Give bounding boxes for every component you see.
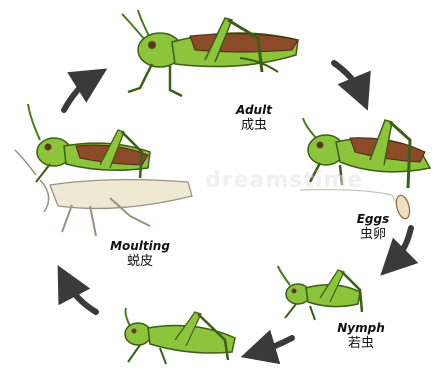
label-nymph-en: Nymph [334, 322, 388, 334]
label-adult: Adult 成虫 [226, 104, 282, 132]
label-eggs-zh: 虫卵 [348, 228, 398, 241]
shed-skin [50, 180, 192, 209]
label-nymph: Nymph 若虫 [334, 322, 388, 350]
label-moulting-zh: 蜕皮 [105, 255, 175, 268]
cycle-arrow-young-to-moulting [66, 281, 96, 312]
label-adult-en: Adult [226, 104, 282, 116]
label-eggs: Eggs 虫卵 [348, 213, 398, 241]
label-moulting-en: Moulting [105, 240, 175, 252]
label-adult-zh: 成虫 [226, 119, 282, 132]
watermark: dreamstime [205, 168, 363, 193]
cycle-arrow-nymph-to-young [258, 338, 292, 352]
adult-grasshopper [122, 10, 298, 96]
label-eggs-en: Eggs [348, 213, 398, 225]
label-nymph-zh: 若虫 [334, 337, 388, 350]
nymph-grasshopper [278, 266, 362, 320]
label-moulting: Moulting 蜕皮 [105, 240, 175, 268]
moulting-grasshopper [15, 104, 192, 236]
young-grasshopper [125, 308, 235, 364]
cycle-arrow-moulting-to-adult [64, 78, 92, 110]
cycle-arrow-adult-to-eggs [334, 63, 361, 94]
